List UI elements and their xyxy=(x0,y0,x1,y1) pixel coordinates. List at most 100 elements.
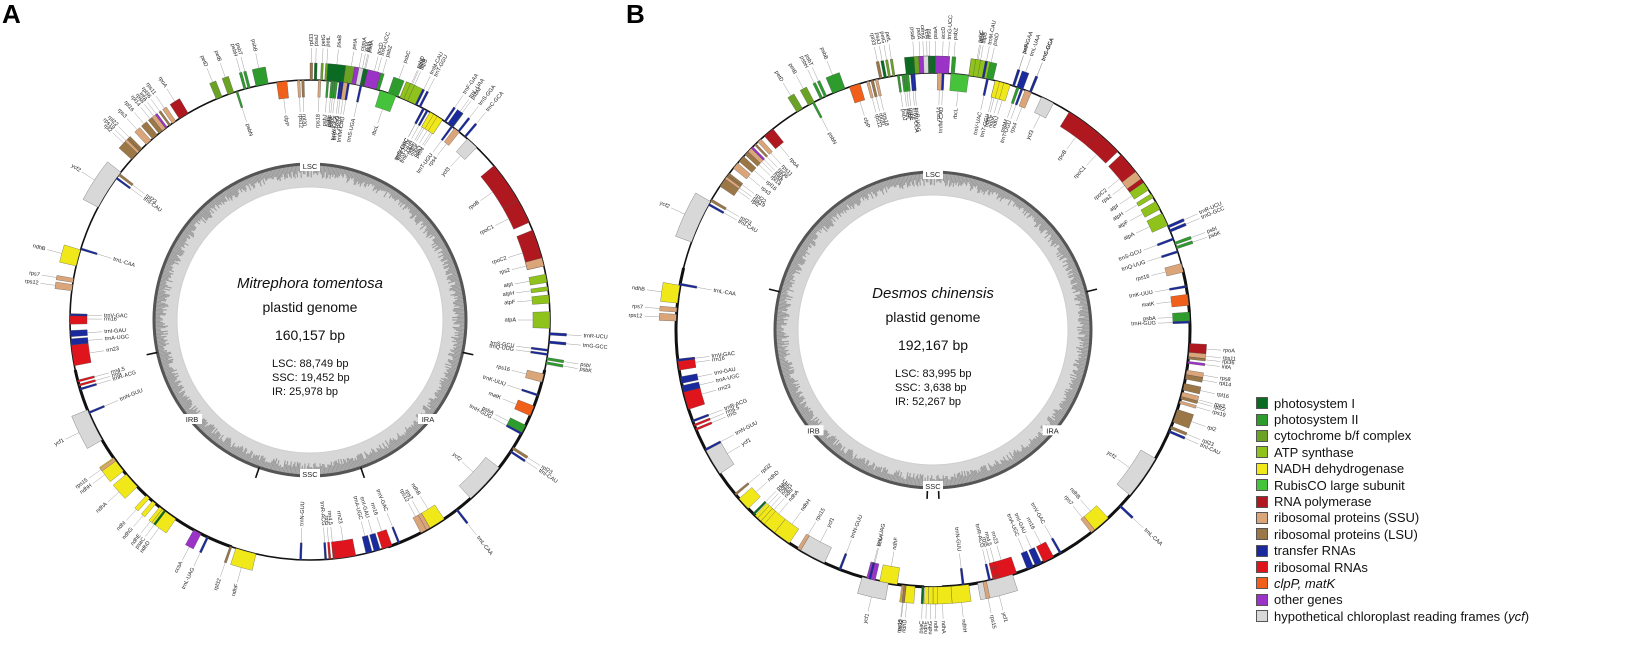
gene-block-ycf3 xyxy=(1034,96,1054,119)
gene-block-trni-cau xyxy=(708,203,725,214)
gene-block-rpl32 xyxy=(901,585,907,603)
gene-block-psba xyxy=(1172,311,1190,322)
gene-label: rpl16 xyxy=(1216,392,1229,401)
gene-block-trni-gau xyxy=(369,533,381,552)
gene-label: rps4 xyxy=(428,156,439,168)
gene-label: psbT xyxy=(234,42,243,56)
gene-label: rps16 xyxy=(1135,274,1150,283)
gene-block-psaj xyxy=(314,62,318,81)
center-subtitle: plastid genome xyxy=(886,309,981,325)
gene-label: rpoC2 xyxy=(491,256,507,266)
gene-block-petd xyxy=(209,80,223,100)
gene-block-rpl36 xyxy=(754,143,769,158)
gene-label: trnP-UGG xyxy=(913,107,921,132)
gene-label: trnI-GAU xyxy=(358,496,370,519)
gene-label: ycf4 xyxy=(363,41,371,52)
gene-label: rrn16 xyxy=(1025,517,1036,531)
gene-block-ndhi xyxy=(134,495,150,512)
gene-block-rpl36 xyxy=(158,110,171,127)
gene-label: matK xyxy=(487,391,501,402)
center-species: Mitrephora tomentosa xyxy=(237,275,383,292)
center-stat: LSC: 88,749 bp xyxy=(272,358,348,370)
gene-label: rrn23 xyxy=(989,531,998,545)
gene-block-rrn4.5 xyxy=(331,541,336,560)
region-label-bg xyxy=(803,425,824,436)
gene-label: ndhH xyxy=(960,619,967,633)
gene-block-ndhg xyxy=(928,586,934,605)
gene-block-rps14 xyxy=(937,72,943,91)
gene-label: rps4 xyxy=(1009,122,1019,134)
gene-block-ndhe xyxy=(924,586,929,605)
gene-label: psbC xyxy=(977,30,985,44)
gene-label: rpoA xyxy=(157,76,168,89)
legend-swatch xyxy=(1256,495,1268,508)
inner-circle xyxy=(797,194,1069,466)
gene-block-atpa xyxy=(1146,213,1168,233)
region-boundary-tick xyxy=(254,467,260,479)
region-label-ssc: SSC xyxy=(302,470,318,479)
gene-label: rbcL xyxy=(953,108,960,119)
gene-label: ndhD xyxy=(901,619,908,633)
gene-blocks xyxy=(54,62,567,571)
gene-label: rps2 xyxy=(499,268,511,276)
region-label-bg xyxy=(1042,425,1063,436)
gene-block-trnr-acg xyxy=(79,383,97,391)
gene-label: atpA xyxy=(505,317,517,323)
gene-label: ccsA xyxy=(877,534,886,547)
gene-block-rpl16 xyxy=(141,121,158,140)
gene-block-trnk-uuu xyxy=(1169,285,1187,291)
gene-label: trnL-CAA xyxy=(112,256,136,269)
gene-block-trna-ugc xyxy=(681,381,701,393)
gene-label: rps12 xyxy=(873,114,882,129)
gene-block-ndhh xyxy=(950,584,972,604)
gene-block-ndhh xyxy=(99,457,124,482)
gene-block-psbi xyxy=(1174,236,1192,245)
gene-block-trni-gau xyxy=(1028,547,1042,566)
gene-label: rps8 xyxy=(772,172,784,184)
center-size: 160,157 bp xyxy=(275,327,345,343)
gene-block-ndhb xyxy=(660,282,681,304)
gene-block-clpp xyxy=(849,83,866,104)
region-label-bg xyxy=(182,413,203,424)
gene-label: rpl32 xyxy=(760,463,773,475)
gene-label: psbB xyxy=(249,39,257,53)
gene-label: rps11 xyxy=(1222,355,1236,362)
gene-label: psaJ xyxy=(314,34,320,46)
gene-block-rps7 xyxy=(55,275,74,283)
gene-block-atpf xyxy=(1140,201,1161,218)
gene-label: rrn5 xyxy=(323,515,330,525)
gene-label: cemA xyxy=(919,25,925,40)
gene-label: psaI xyxy=(926,29,932,40)
legend-swatch xyxy=(1256,528,1268,541)
legend-item: ribosomal proteins (LSU) xyxy=(1256,526,1621,542)
gene-label: trnA-UGC xyxy=(105,334,130,342)
gene-block-trna-ugc xyxy=(361,535,373,554)
gene-label: petA xyxy=(915,28,922,40)
gene-label: cemA xyxy=(360,36,369,51)
gene-label: rpl32 xyxy=(897,619,904,632)
region-label-ssc: SSC xyxy=(925,482,941,491)
gene-block-rps12 xyxy=(412,514,427,534)
gene-block-trnt-ggu xyxy=(418,90,429,108)
legend-item: cytochrome b/f complex xyxy=(1256,428,1621,444)
gene-block-trnr-acg xyxy=(323,542,327,560)
gene-label: ycf1 xyxy=(863,613,871,624)
gene-block-psbn xyxy=(235,90,244,109)
gene-block-rrn5 xyxy=(327,541,332,560)
gene-label: rps14 xyxy=(336,116,344,131)
gene-block-rpl23 xyxy=(710,198,727,211)
gene-block-rrn5 xyxy=(78,379,96,387)
gene-label: rrn16 xyxy=(712,356,726,364)
gene-block-psac xyxy=(920,586,925,604)
gene-label: psaI xyxy=(366,41,374,53)
gene-label: ycf4 xyxy=(923,29,929,39)
gene-block-ndhf xyxy=(879,564,900,585)
gene-label: ndhI xyxy=(116,520,128,532)
gene-block-ndhd xyxy=(738,487,761,509)
gene-block-rrn16 xyxy=(376,529,393,550)
gene-block-matk xyxy=(514,399,535,416)
gene-label: ndhA xyxy=(95,501,109,514)
gene-block-psbk xyxy=(1175,240,1194,250)
gene-block-psbn xyxy=(812,101,823,119)
